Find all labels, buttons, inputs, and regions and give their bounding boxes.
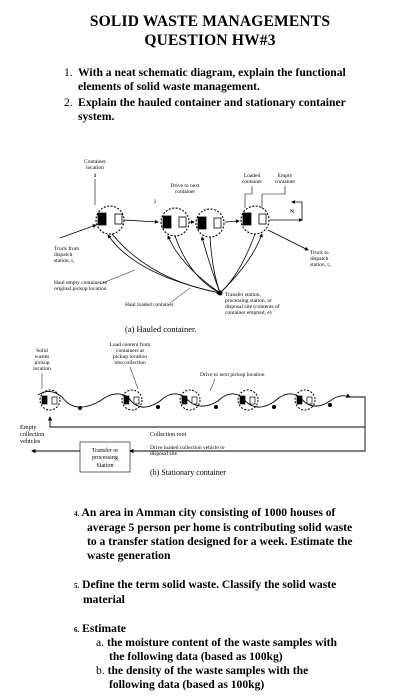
question-text-line: An area in Amman city consisting of 1000… (81, 506, 336, 519)
transfer-station-label: Transfer or (92, 447, 119, 454)
empty-container-label: Empty (278, 173, 293, 179)
transfer-station-label: processing station, or (225, 298, 272, 304)
container-location-label: Container (84, 159, 106, 165)
question-2: 2. Explain the hauled container and stati… (64, 96, 394, 124)
question-5: 5. Define the term solid waste. Classify… (74, 578, 394, 607)
question-text-line: the moisture content of the waste sample… (106, 636, 337, 649)
load-content-label: Load content from (110, 341, 152, 348)
truck-to-label: station, t₂ (310, 262, 331, 268)
transfer-station-box (79, 441, 131, 473)
empty-vehicles-label: vehicles (20, 438, 41, 445)
page-subtitle: QUESTION HW#3 (144, 32, 276, 49)
drive-next-pickup-label: Drive to next pickup location (200, 372, 265, 378)
question-6a: a. the moisture content of the waste sam… (96, 636, 396, 664)
question-4: 4. An area in Amman city consisting of 1… (74, 506, 394, 563)
truck-from-label: Truck from (54, 245, 80, 252)
truck-from-label: dispatch (54, 252, 73, 258)
question-text-line: system. (78, 110, 115, 123)
question-number: 2. (64, 96, 73, 109)
drive-loaded-label: Drive loaded collection vehicle to (150, 445, 225, 451)
container-location-label: location (86, 165, 104, 171)
haul-empty-label: Haul empty container to (54, 280, 108, 286)
question-number: 4. (74, 510, 80, 518)
drive-next-label: container (175, 189, 196, 195)
solid-wastes-label: location (33, 366, 51, 372)
location-number: 1 (94, 173, 97, 179)
question-number: 5. (74, 582, 80, 590)
location-number: N (290, 209, 294, 215)
question-text-line: to a transfer station designed for a wee… (87, 535, 353, 548)
loaded-container-label: container (242, 179, 263, 185)
transfer-station-label: disposal site (contents of (225, 303, 280, 310)
question-6b: b. the density of the waste samples with… (96, 664, 396, 692)
diagram-caption: (a) Hauled container. (125, 324, 197, 334)
page-title: SOLID WASTE MANAGEMENTS (89, 13, 331, 30)
solid-wastes-label: Solid (36, 348, 48, 354)
transfer-station-label: container emptied, e) (225, 309, 272, 316)
empty-container-label: container (275, 179, 296, 185)
transfer-station-label: Station (96, 463, 113, 469)
question-text-line: average 5 person per home is contributin… (87, 521, 353, 534)
location-number: 2 (154, 199, 157, 205)
loaded-container-label: Loaded (244, 173, 261, 179)
question-1: 1. With a neat schematic diagram, explain… (64, 66, 394, 94)
empty-vehicles-label: collection (20, 431, 44, 438)
haul-empty-label: original pickup location (54, 286, 107, 292)
truck-from-label: station, t₁ (54, 258, 75, 264)
collection-root-label: Collection root (150, 432, 186, 438)
subquestion-letter: b. (96, 664, 105, 677)
question-text-line: the following data (based as 100kg) (109, 650, 283, 663)
diagram-caption: (b) Stationary container (150, 468, 226, 477)
solid-wastes-label: wastes (35, 354, 50, 360)
load-content-label: into collection (114, 360, 146, 366)
question-text-line: elements of solid waste management. (78, 80, 260, 93)
truck-to-label: Truck to (310, 250, 329, 256)
question-6: 6. Estimate (74, 622, 394, 637)
question-text-line: Explain the hauled container and station… (78, 96, 346, 109)
question-text-line: the density of the waste samples with th… (107, 664, 309, 677)
question-number: 1. (64, 66, 73, 79)
load-content-label: containers at (116, 348, 144, 354)
question-title: Estimate (82, 622, 126, 635)
drive-next-label: Drive to next (170, 183, 199, 189)
hauled-container-diagram: Container location 1 Drive to next conta… (54, 159, 331, 334)
truck-to-label: dispatch (310, 256, 329, 262)
haul-loaded-label: Haul loaded container (125, 302, 174, 308)
transfer-station-label: processing (92, 455, 118, 461)
empty-vehicles-label: Empty (20, 424, 37, 431)
question-number: 6. (74, 626, 80, 634)
drive-loaded-label: disposal site (150, 451, 178, 457)
question-text-line: material (83, 593, 125, 606)
load-content-label: pickup location (113, 354, 147, 360)
question-text-line: With a neat schematic diagram, explain t… (78, 66, 346, 79)
stationary-container-diagram: Solid wastes pickup location Load conten… (20, 341, 366, 477)
subquestion-letter: a. (96, 636, 105, 649)
solid-wastes-label: pickup (35, 360, 50, 366)
question-text-line: waste generation (87, 549, 171, 562)
question-text-line: following data (based as 100kg) (109, 678, 265, 691)
question-text-line: Define the term solid waste. Classify th… (82, 578, 337, 591)
transfer-station-label: Transfer station, (225, 291, 261, 298)
